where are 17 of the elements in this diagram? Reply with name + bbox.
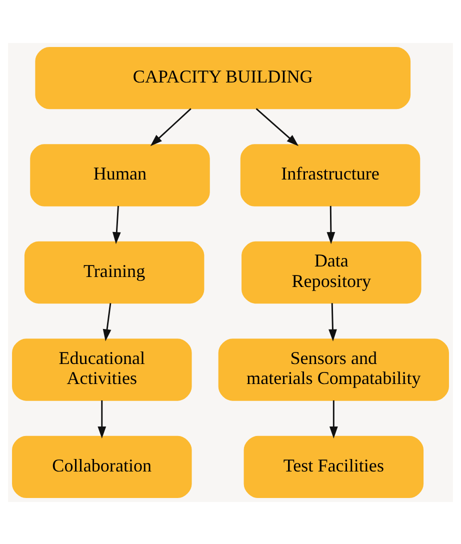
node-box: Data Repository — [242, 240, 422, 304]
node-box: Training — [24, 240, 204, 304]
node-box: Infrastructure — [240, 144, 420, 206]
node-box: Educational Activities — [12, 338, 192, 400]
node-box: Collaboration — [12, 435, 192, 498]
arrow — [112, 205, 121, 244]
node-box: CAPACITY BUILDING — [35, 46, 411, 109]
node-box: Test Facilities — [244, 435, 424, 498]
arrow — [150, 108, 192, 146]
arrow — [98, 400, 106, 438]
node-box: Human — [30, 144, 210, 206]
arrow — [329, 400, 338, 438]
arrow — [256, 108, 299, 146]
arrow — [328, 302, 337, 341]
arrow — [102, 302, 112, 341]
arrow — [326, 205, 336, 244]
node-box: Sensors and materials Compatability — [218, 338, 449, 400]
